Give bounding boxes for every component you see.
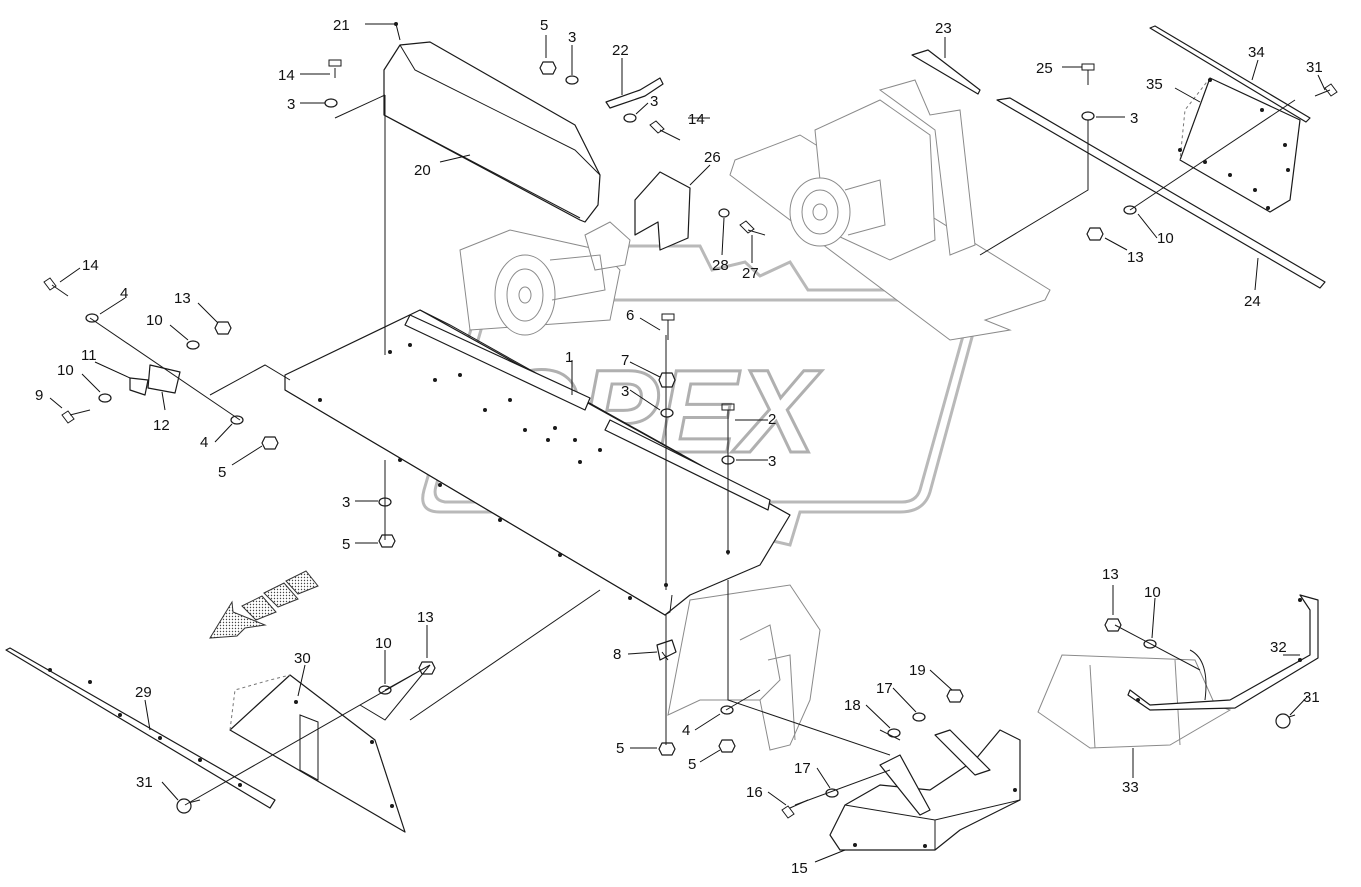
callout-13: 13 bbox=[1102, 566, 1119, 583]
parts-linework bbox=[5, 25, 1326, 851]
callout-12: 12 bbox=[153, 417, 170, 434]
callout-26: 26 bbox=[704, 149, 721, 166]
callout-3: 3 bbox=[650, 93, 658, 110]
callout-13: 13 bbox=[174, 290, 191, 307]
callout-3: 3 bbox=[768, 453, 776, 470]
callout-29: 29 bbox=[135, 684, 152, 701]
callout-20: 20 bbox=[414, 162, 431, 179]
callout-5: 5 bbox=[540, 17, 548, 34]
callout-7: 7 bbox=[621, 352, 629, 369]
travel-direction-arrow bbox=[209, 570, 319, 639]
callout-1: 1 bbox=[565, 349, 573, 366]
callout-31: 31 bbox=[1306, 59, 1323, 76]
callout-8: 8 bbox=[613, 646, 621, 663]
callout-5: 5 bbox=[688, 756, 696, 773]
mounting-holes bbox=[48, 78, 1302, 848]
callout-14: 14 bbox=[82, 257, 99, 274]
callout-22: 22 bbox=[612, 42, 629, 59]
callout-34: 34 bbox=[1248, 44, 1265, 61]
callout-21: 21 bbox=[333, 17, 350, 34]
callout-13: 13 bbox=[1127, 249, 1144, 266]
leader-lines bbox=[49, 23, 1326, 863]
callout-10: 10 bbox=[375, 635, 392, 652]
callout-10: 10 bbox=[1144, 584, 1161, 601]
callout-31: 31 bbox=[136, 774, 153, 791]
callout-4: 4 bbox=[682, 722, 690, 739]
callout-2: 2 bbox=[768, 411, 776, 428]
callout-5: 5 bbox=[616, 740, 624, 757]
gearbox-assembly-background bbox=[459, 79, 1232, 751]
callout-11: 11 bbox=[81, 347, 97, 364]
callout-13: 13 bbox=[417, 609, 434, 626]
callout-17: 17 bbox=[794, 760, 811, 777]
callout-15: 15 bbox=[791, 860, 808, 877]
assembly-lines bbox=[89, 94, 1296, 806]
callout-5: 5 bbox=[218, 464, 226, 481]
callout-14: 14 bbox=[688, 111, 705, 128]
callout-10: 10 bbox=[57, 362, 74, 379]
callout-14: 14 bbox=[278, 67, 295, 84]
callout-9: 9 bbox=[35, 387, 43, 404]
callout-28: 28 bbox=[712, 257, 729, 274]
callout-labels: 21 14 3 20 5 3 22 3 14 23 26 28 27 25 3 … bbox=[35, 17, 1323, 877]
callout-3: 3 bbox=[342, 494, 350, 511]
side-guard-panel bbox=[1179, 77, 1301, 213]
callout-3: 3 bbox=[568, 29, 576, 46]
callout-5: 5 bbox=[342, 536, 350, 553]
callout-3: 3 bbox=[621, 383, 629, 400]
callout-30: 30 bbox=[294, 650, 311, 667]
callout-23: 23 bbox=[935, 20, 952, 37]
callout-6: 6 bbox=[626, 307, 634, 324]
callout-33: 33 bbox=[1122, 779, 1139, 796]
callout-3: 3 bbox=[287, 96, 295, 113]
callout-4: 4 bbox=[120, 285, 128, 302]
callout-25: 25 bbox=[1036, 60, 1053, 77]
callout-4: 4 bbox=[200, 434, 208, 451]
callout-24: 24 bbox=[1244, 293, 1261, 310]
callout-3: 3 bbox=[1130, 110, 1138, 127]
callout-10: 10 bbox=[146, 312, 163, 329]
belt-guard-cover bbox=[383, 41, 601, 223]
callout-32: 32 bbox=[1270, 639, 1287, 656]
callout-31: 31 bbox=[1303, 689, 1320, 706]
skid-shoe bbox=[829, 729, 1021, 851]
callout-35: 35 bbox=[1146, 76, 1163, 93]
callout-10: 10 bbox=[1157, 230, 1174, 247]
callout-19: 19 bbox=[909, 662, 926, 679]
callout-18: 18 bbox=[844, 697, 861, 714]
fasteners bbox=[43, 59, 1338, 819]
callout-27: 27 bbox=[742, 265, 759, 282]
callout-17: 17 bbox=[876, 680, 893, 697]
callout-16: 16 bbox=[746, 784, 763, 801]
